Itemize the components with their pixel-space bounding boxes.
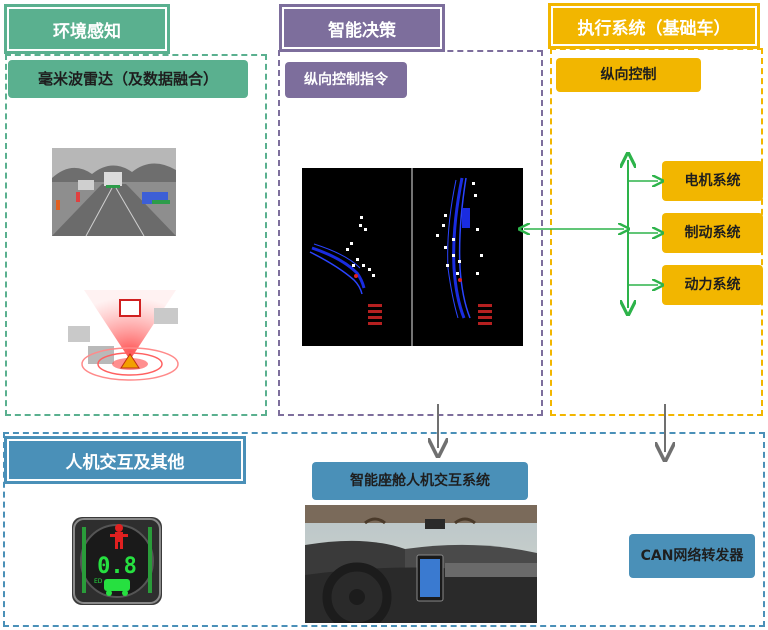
exec-section-title: 执行系统（基础车） [577, 18, 731, 39]
hmi-section-title: 人机交互及其他 [65, 452, 185, 473]
hmi-section-tab: 人机交互及其他 [4, 436, 246, 484]
longitudinal-control-label: 纵向控制 [556, 58, 701, 92]
countdown-small-label: ED [94, 578, 103, 585]
radar-fusion-label-text: 毫米波雷达（及数据融合） [37, 69, 218, 88]
longitudinal-command-label: 纵向控制指令 [285, 62, 407, 98]
exec-item-motor: 电机系统 [662, 161, 763, 201]
can-forwarder-label-text: CAN网络转发器 [640, 547, 744, 564]
exec-item-power: 动力系统 [662, 265, 763, 305]
traffic-light-countdown-icon: 0.8 ED [72, 517, 162, 605]
exec-item-power-text: 动力系统 [684, 276, 741, 293]
env-frame [5, 54, 267, 416]
exec-item-brake: 制动系统 [662, 213, 763, 253]
radar-fusion-label: 毫米波雷达（及数据融合） [8, 60, 248, 98]
cockpit-interior-image [305, 505, 537, 623]
exec-section-tab: 执行系统（基础车） [548, 3, 760, 49]
can-forwarder-label: CAN网络转发器 [629, 534, 755, 578]
env-section-tab: 环境感知 [4, 4, 170, 54]
lidar-pointcloud-image [302, 168, 523, 346]
longitudinal-control-label-text: 纵向控制 [600, 66, 657, 83]
decision-section-title: 智能决策 [328, 20, 396, 41]
decision-section-tab: 智能决策 [279, 4, 445, 52]
cockpit-hmi-label-text: 智能座舱人机交互系统 [350, 472, 490, 489]
camera-view-image [52, 148, 176, 236]
exec-item-motor-text: 电机系统 [684, 172, 741, 189]
exec-item-brake-text: 制动系统 [684, 224, 741, 241]
countdown-readout: 0.8 [97, 554, 137, 579]
longitudinal-command-label-text: 纵向控制指令 [304, 71, 388, 88]
cockpit-hmi-label: 智能座舱人机交互系统 [312, 462, 528, 500]
env-section-title: 环境感知 [53, 21, 121, 42]
radar-detection-icon [64, 280, 188, 384]
hmi-frame [3, 432, 765, 627]
